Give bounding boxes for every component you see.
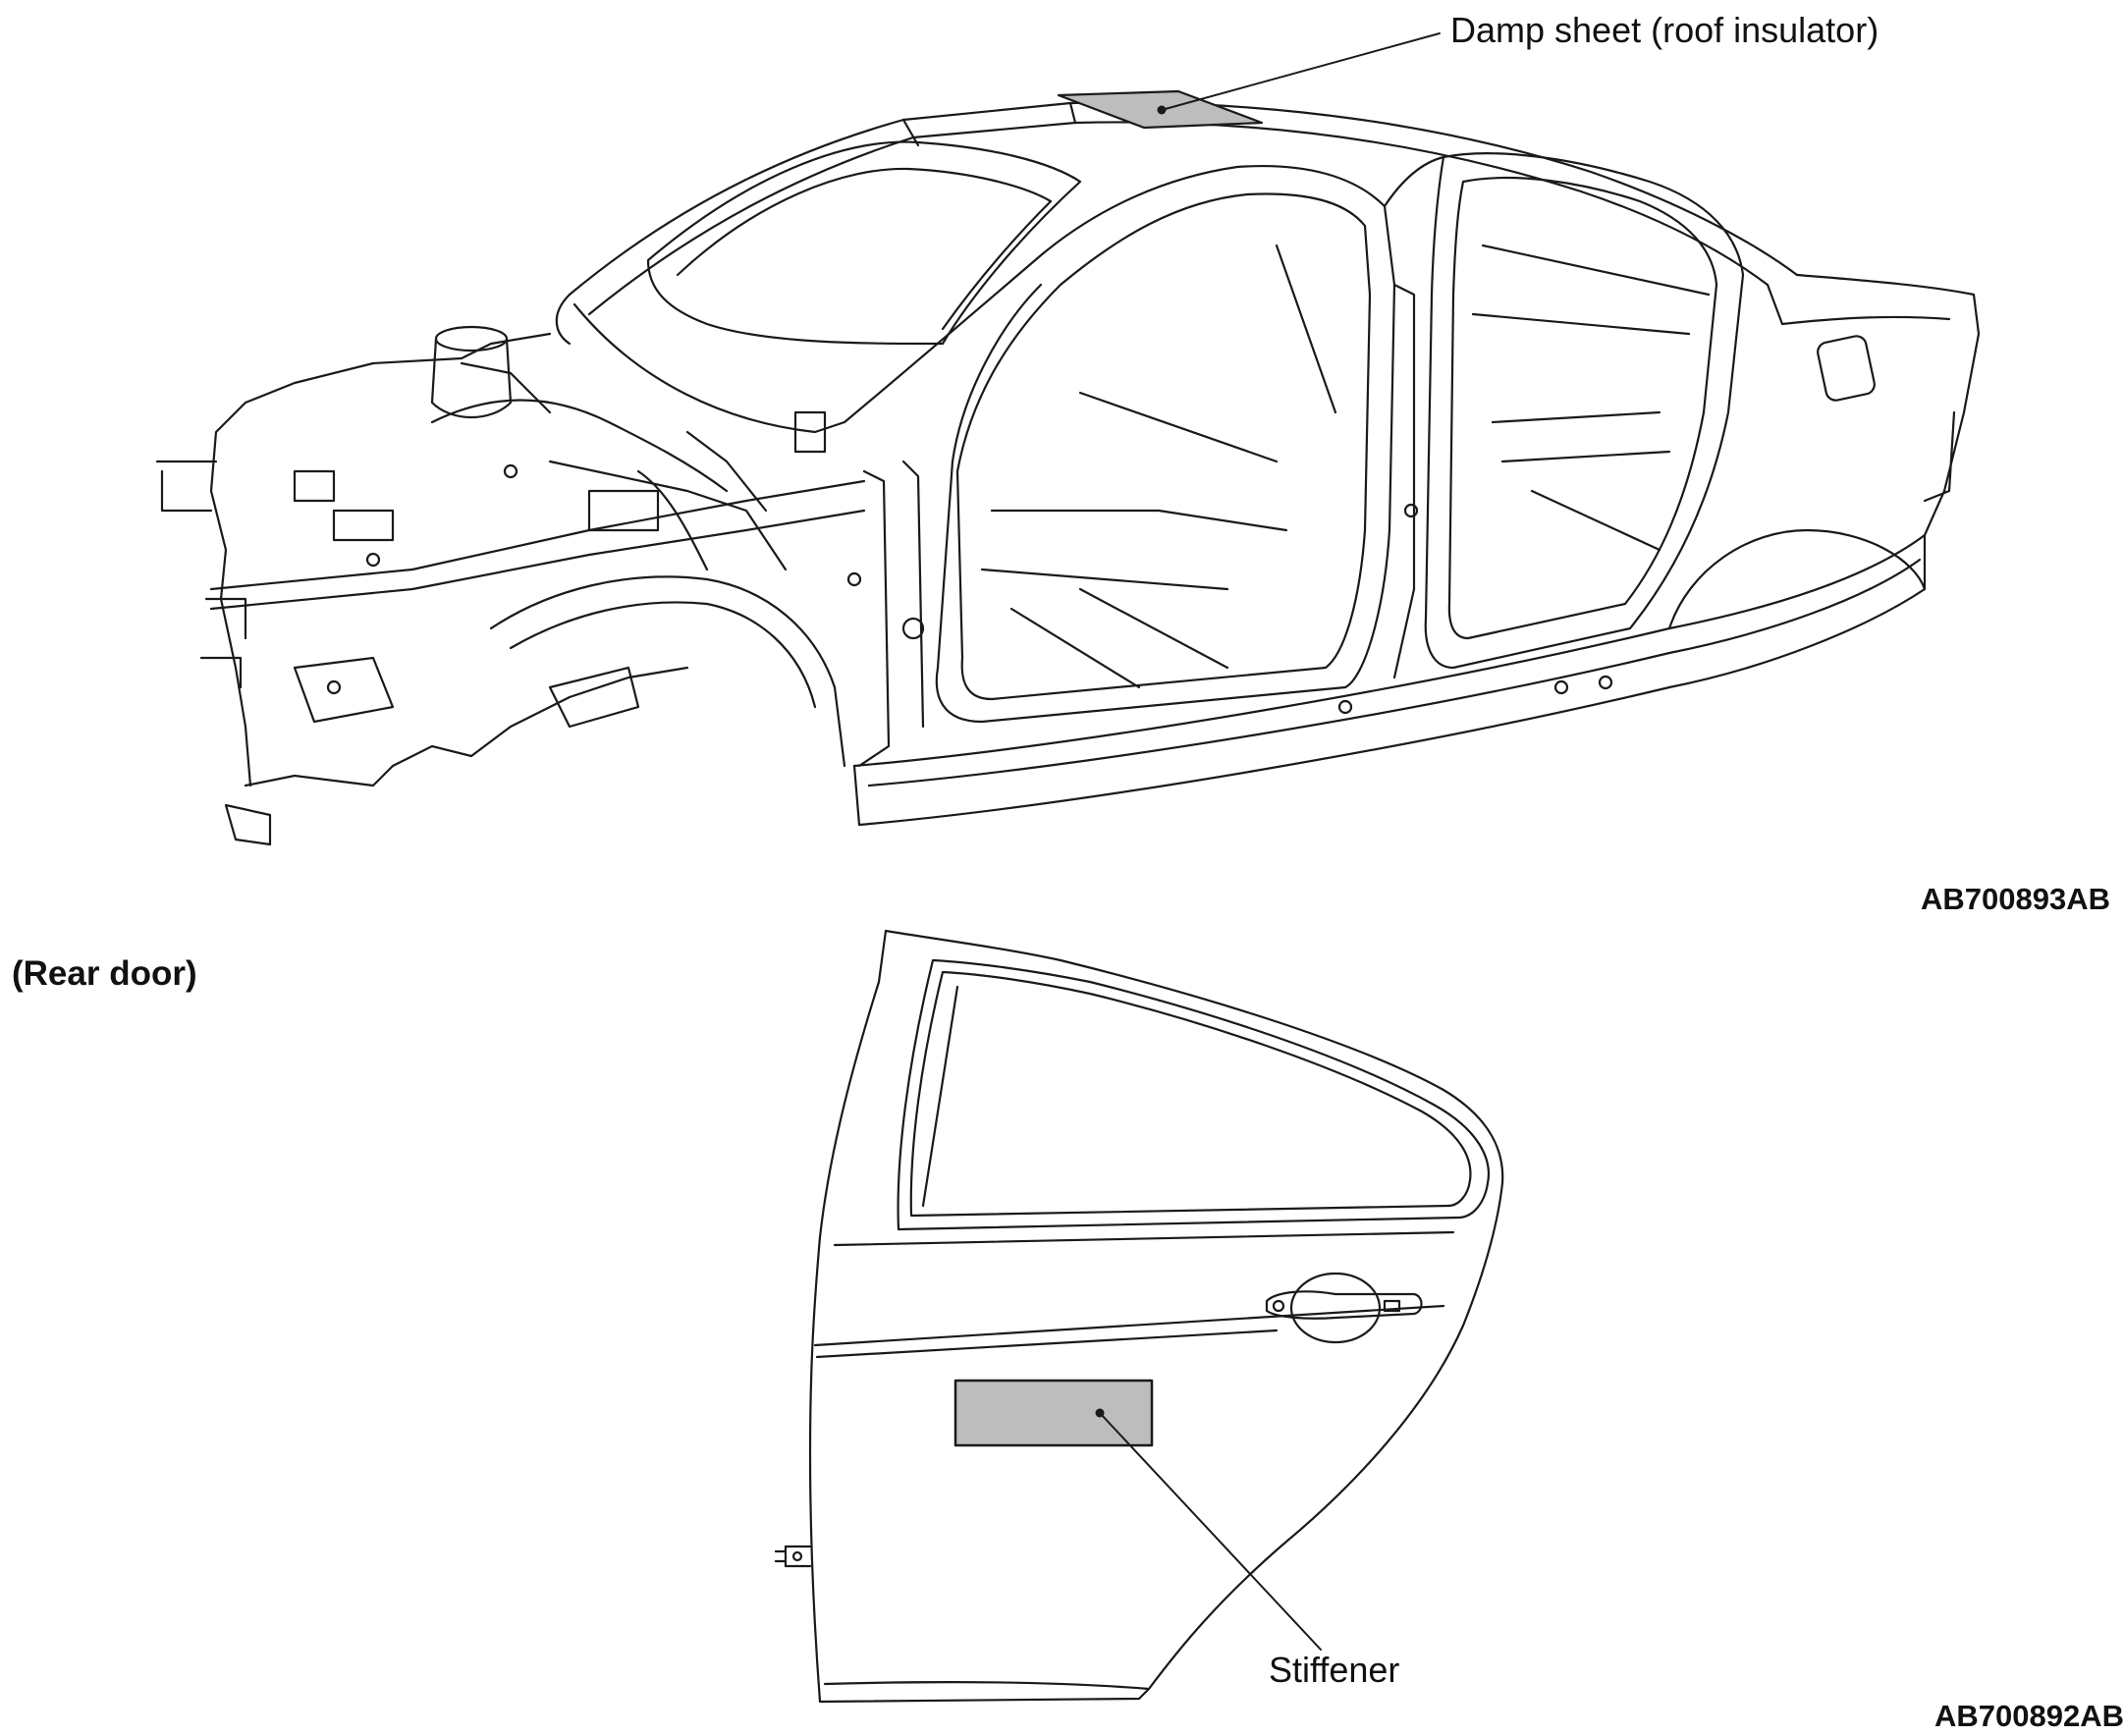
stiffener-label: Stiffener: [1269, 1650, 1400, 1690]
top-figure-code: AB700893AB: [1921, 882, 2110, 916]
stiffener-leader-dot: [1095, 1408, 1105, 1418]
stiffener-leader-line: [1099, 1412, 1322, 1651]
stiffener-panel: [953, 1379, 1154, 1447]
rear-door-section-title: (Rear door): [12, 954, 197, 993]
bottom-figure-code: AB700892AB: [1934, 1699, 2124, 1733]
damp-sheet-label: Damp sheet (roof insulator): [1450, 10, 1879, 50]
damp-sheet-leader-dot: [1157, 105, 1167, 115]
rear-door-illustration: [774, 929, 1504, 1704]
car-body-illustration: [155, 101, 1981, 846]
damp-sheet-leader-line: [1161, 32, 1441, 111]
